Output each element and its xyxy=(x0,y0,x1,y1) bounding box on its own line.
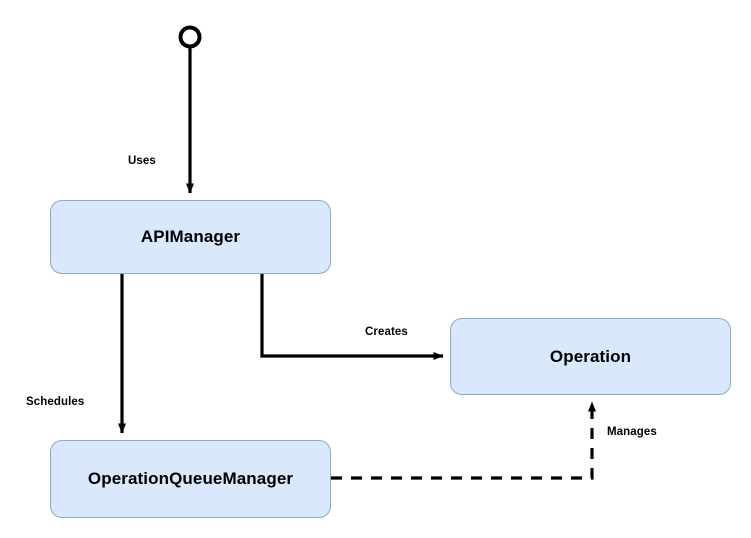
edge-label-manages: Manages xyxy=(607,426,657,438)
node-operation-queue-manager[interactable]: OperationQueueManager xyxy=(50,440,331,518)
node-operation-label: Operation xyxy=(549,346,632,366)
edge-label-uses: Uses xyxy=(128,155,156,167)
node-operation-queue-manager-label: OperationQueueManager xyxy=(87,469,294,488)
node-api-manager-label: APIManager xyxy=(140,227,241,246)
edge-label-schedules: Schedules xyxy=(26,396,85,408)
node-api-manager[interactable]: APIManager xyxy=(50,200,331,274)
edge-manages-line xyxy=(331,401,596,480)
edge-creates-line xyxy=(260,274,444,360)
edge-label-creates: Creates xyxy=(365,326,408,338)
start-circle xyxy=(178,25,202,49)
node-operation[interactable]: Operation xyxy=(450,318,731,395)
